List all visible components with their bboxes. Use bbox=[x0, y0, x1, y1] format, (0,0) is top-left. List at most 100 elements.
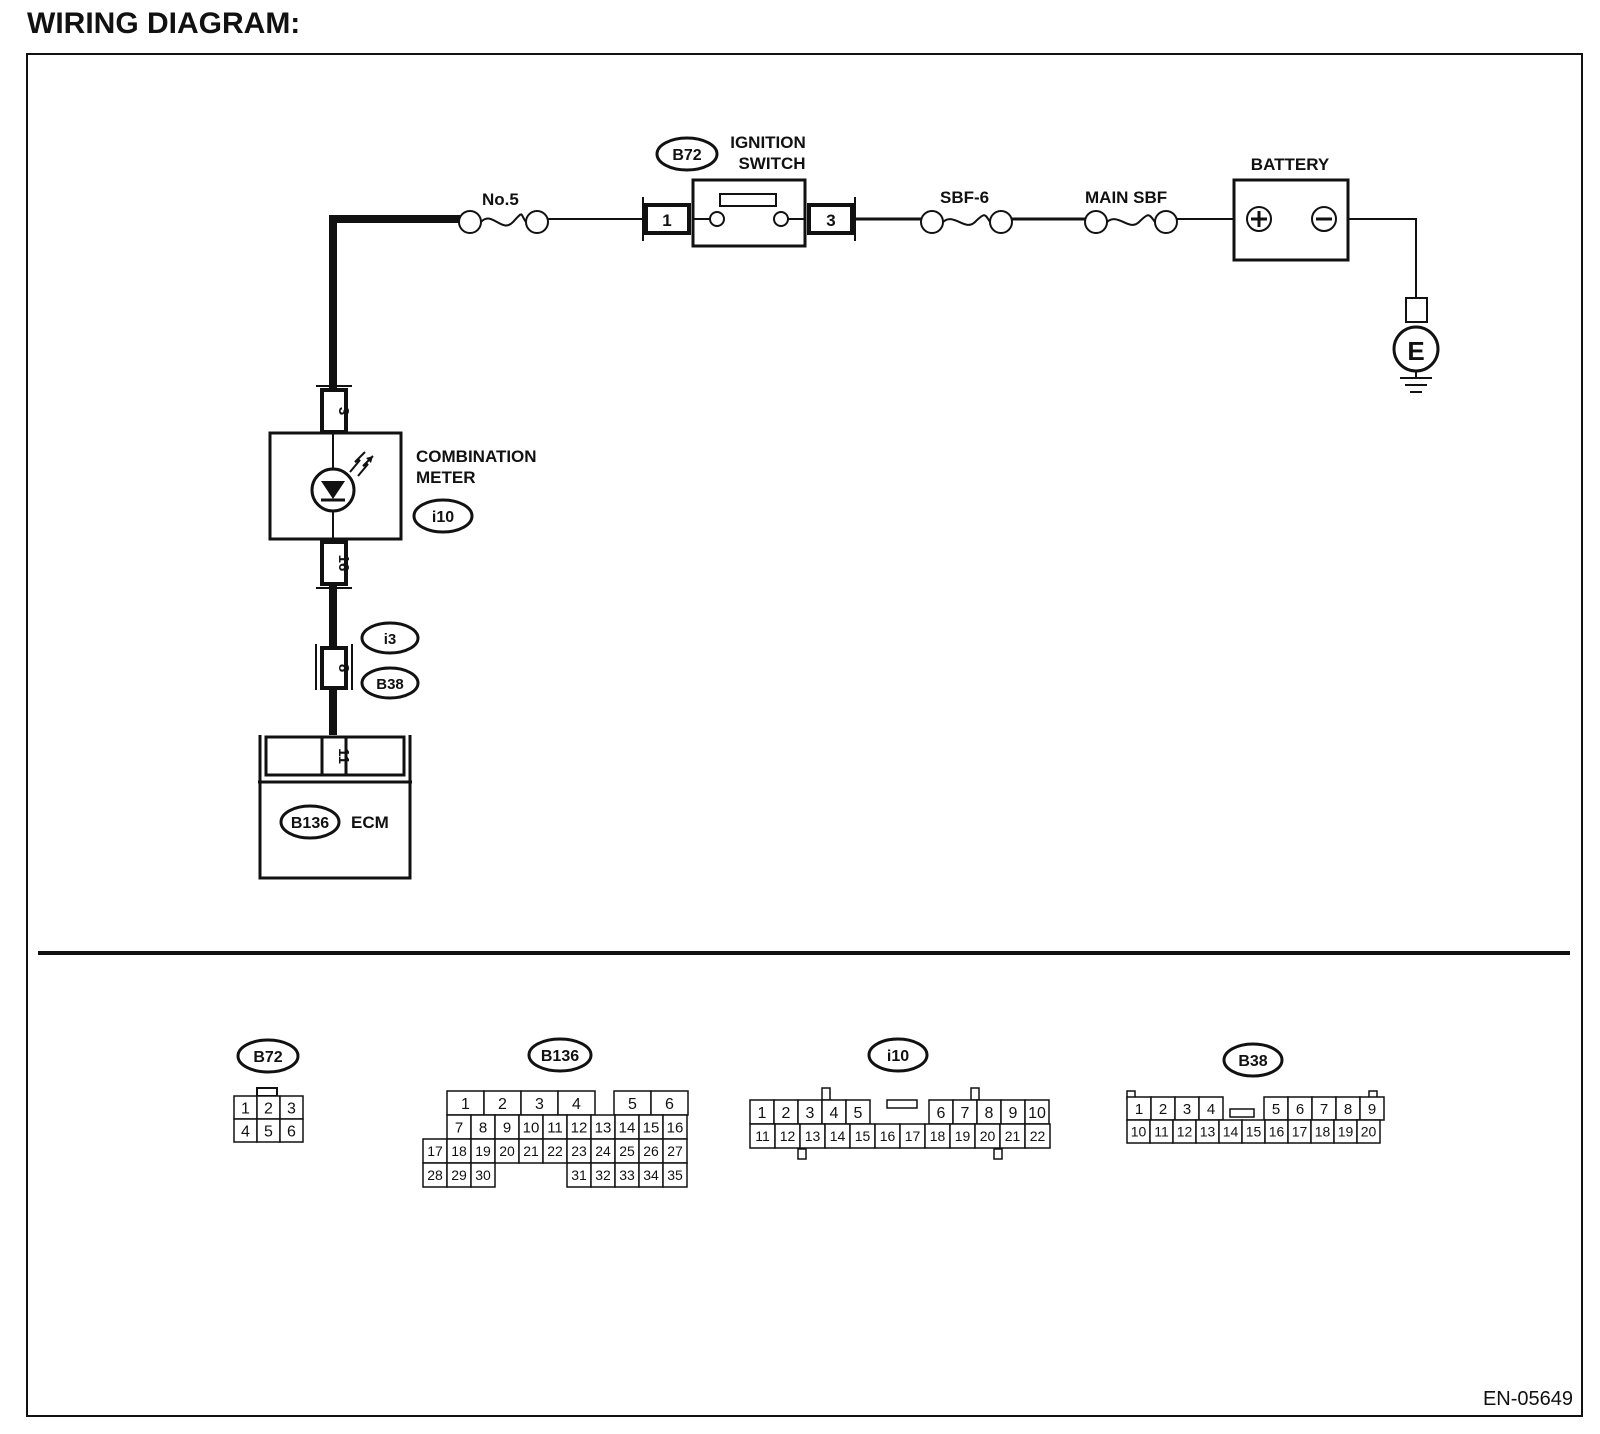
pin-cell bbox=[662, 1162, 688, 1188]
pin-cell bbox=[557, 1090, 596, 1116]
pin-number: 20 bbox=[499, 1143, 515, 1159]
pin-cell bbox=[774, 1123, 801, 1149]
fuse-main-sbf-label: MAIN SBF bbox=[1085, 188, 1167, 207]
pin-cell bbox=[1356, 1119, 1381, 1144]
pin-number: 7 bbox=[1320, 1101, 1328, 1118]
pin-number: 14 bbox=[1223, 1124, 1239, 1140]
ignition-switch-label-1: IGNITION bbox=[730, 133, 806, 152]
pin-number: 14 bbox=[830, 1128, 846, 1144]
pin-cell bbox=[422, 1162, 448, 1188]
pin-number: 9 bbox=[503, 1119, 511, 1136]
page-title: WIRING DIAGRAM: bbox=[27, 7, 300, 40]
harness-wire-thick bbox=[329, 215, 460, 390]
pin-number: 6 bbox=[1296, 1101, 1304, 1118]
pin-number: 12 bbox=[571, 1119, 588, 1136]
pin-number: 27 bbox=[667, 1143, 683, 1159]
pin-number: 20 bbox=[980, 1128, 996, 1144]
pin-number: 21 bbox=[1005, 1128, 1021, 1144]
battery-label: BATTERY bbox=[1251, 155, 1330, 174]
meter-label-1: COMBINATION bbox=[416, 447, 537, 466]
pin-number: 5 bbox=[264, 1123, 273, 1140]
meter-code: i10 bbox=[432, 509, 454, 526]
pin-number: 17 bbox=[905, 1128, 921, 1144]
pin-number: 5 bbox=[854, 1105, 863, 1122]
pin-cell bbox=[1024, 1123, 1051, 1149]
pin-number: 1 bbox=[461, 1096, 470, 1113]
pin-number: 9 bbox=[1009, 1105, 1018, 1122]
pin-cell bbox=[279, 1118, 304, 1143]
pin-number: 2 bbox=[782, 1105, 791, 1122]
pin-number: 31 bbox=[571, 1167, 587, 1183]
pin-number: 5 bbox=[628, 1096, 637, 1113]
meter-code-badge bbox=[412, 498, 474, 534]
pin-number: 23 bbox=[571, 1143, 587, 1159]
pin-number: 13 bbox=[595, 1119, 612, 1136]
pin-number: 17 bbox=[427, 1143, 443, 1159]
pin-number: 28 bbox=[427, 1167, 443, 1183]
pin-number: 6 bbox=[937, 1105, 946, 1122]
pin-number: 5 bbox=[1272, 1101, 1280, 1118]
pin-number: 1 bbox=[1135, 1101, 1143, 1118]
ground-label: E bbox=[1407, 336, 1424, 366]
pin-number: 18 bbox=[451, 1143, 467, 1159]
ecm-pin-11: 11 bbox=[335, 748, 352, 764]
document-code: EN-05649 bbox=[1483, 1388, 1573, 1410]
pin-number: 11 bbox=[547, 1119, 563, 1136]
ignition-switch-code: B72 bbox=[672, 147, 701, 164]
connector-b38-code: B38 bbox=[1238, 1053, 1267, 1070]
pin-number: 25 bbox=[619, 1143, 635, 1159]
pin-number: 20 bbox=[1361, 1124, 1377, 1140]
pin-cell bbox=[638, 1162, 664, 1188]
pin-number: 32 bbox=[595, 1167, 611, 1183]
connector-b38-badge bbox=[1222, 1042, 1284, 1078]
pin-number: 4 bbox=[241, 1123, 250, 1140]
pin-cell bbox=[470, 1114, 496, 1140]
pin-number: 6 bbox=[665, 1096, 674, 1113]
pin-number: 24 bbox=[595, 1143, 611, 1159]
pin-number: 16 bbox=[880, 1128, 896, 1144]
pin-number: 35 bbox=[667, 1167, 683, 1183]
pin-cell bbox=[446, 1090, 485, 1116]
pin-number: 3 bbox=[1183, 1101, 1191, 1118]
fuse-main-sbf: MAIN SBF bbox=[1084, 188, 1178, 234]
ignition-switch-pin-1: 1 bbox=[662, 211, 671, 230]
battery: BATTERY bbox=[1232, 155, 1350, 262]
pin-number: 19 bbox=[1338, 1124, 1354, 1140]
pin-number: 1 bbox=[758, 1105, 767, 1122]
pin-number: 11 bbox=[755, 1128, 770, 1144]
joint-connector: i3 8 B38 bbox=[315, 621, 420, 700]
pin-number: 13 bbox=[805, 1128, 821, 1144]
pin-number: 2 bbox=[498, 1096, 507, 1113]
pin-cell bbox=[470, 1162, 496, 1188]
meter-label-2: METER bbox=[416, 468, 476, 487]
pin-cell bbox=[494, 1114, 520, 1140]
ignition-switch: B72 IGNITION SWITCH 1 3 bbox=[642, 133, 856, 248]
pin-number: 4 bbox=[830, 1105, 839, 1122]
joint-code-top-badge bbox=[360, 621, 420, 655]
connector-b136-code: B136 bbox=[541, 1048, 579, 1065]
pin-number: 9 bbox=[1368, 1101, 1376, 1118]
ecm: 11 B136 ECM bbox=[258, 735, 412, 880]
connector-b72-badge bbox=[236, 1038, 300, 1074]
pin-number: 21 bbox=[523, 1143, 539, 1159]
pin-cell bbox=[773, 1099, 799, 1125]
ignition-switch-label-2: SWITCH bbox=[738, 154, 805, 173]
fuse-no5: No.5 bbox=[458, 190, 549, 234]
pin-number: 8 bbox=[479, 1119, 487, 1136]
pin-number: 13 bbox=[1200, 1124, 1216, 1140]
ecm-label: ECM bbox=[351, 813, 389, 832]
pin-cell bbox=[483, 1090, 522, 1116]
meter-pin-3: 3 bbox=[335, 407, 352, 415]
pin-number: 26 bbox=[643, 1143, 659, 1159]
pin-cell bbox=[494, 1138, 520, 1164]
pin-cell bbox=[749, 1123, 776, 1149]
joint-code-bottom: B38 bbox=[376, 676, 404, 693]
pin-number: 16 bbox=[667, 1119, 684, 1136]
pin-number: 16 bbox=[1269, 1124, 1285, 1140]
pin-number: 3 bbox=[287, 1100, 296, 1117]
pin-number: 10 bbox=[1131, 1124, 1147, 1140]
pin-number: 11 bbox=[1154, 1124, 1169, 1140]
ignition-switch-pin-3: 3 bbox=[826, 211, 835, 230]
connector-b72-code: B72 bbox=[253, 1049, 282, 1066]
